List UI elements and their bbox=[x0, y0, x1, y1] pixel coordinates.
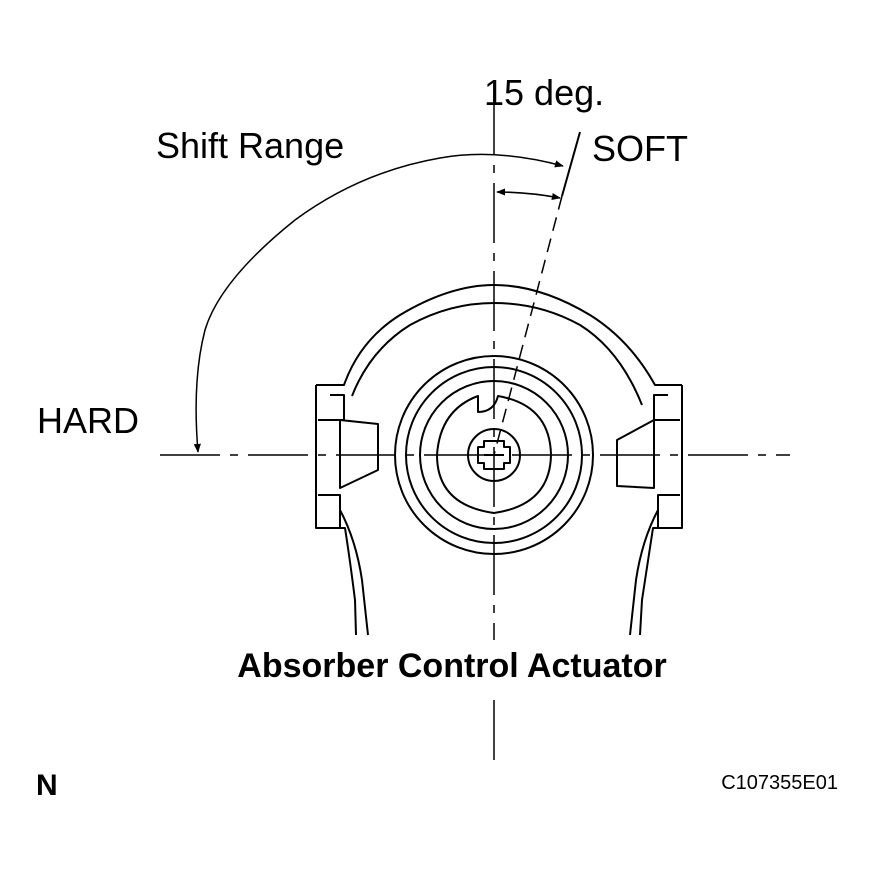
hard-label: HARD bbox=[37, 400, 139, 441]
angle-label: 15 deg. bbox=[484, 72, 604, 113]
shaft-slot bbox=[477, 440, 511, 470]
right-mount-tab bbox=[657, 385, 683, 529]
right-mount-arm-inner bbox=[629, 509, 659, 636]
soft-position-line bbox=[561, 131, 581, 197]
left-mount-tab-inner bbox=[318, 394, 345, 421]
left-mount-tab bbox=[315, 385, 341, 529]
right-mount-tab-inner bbox=[653, 394, 680, 421]
angle-dimension-arrow bbox=[496, 188, 561, 201]
diagram-title: Absorber Control Actuator bbox=[237, 647, 666, 685]
right-mount-wedge bbox=[616, 419, 655, 489]
middle-ring bbox=[405, 366, 583, 544]
figure-code: C107355E01 bbox=[721, 772, 838, 794]
left-mount-arm-inner bbox=[339, 509, 369, 636]
shaft-boss bbox=[436, 395, 552, 514]
shift-range-arc-arrow bbox=[193, 153, 564, 453]
soft-label: SOFT bbox=[592, 128, 688, 169]
outer-ring bbox=[394, 355, 594, 555]
shift-range-label: Shift Range bbox=[156, 125, 344, 166]
corner-mark: N bbox=[36, 769, 58, 802]
inner-ring bbox=[419, 380, 569, 530]
left-mount-wedge bbox=[339, 419, 379, 489]
housing-outer-dome bbox=[316, 284, 682, 386]
soft-position-dashed-line bbox=[493, 195, 563, 456]
shaft bbox=[467, 428, 521, 482]
housing-inner-dome bbox=[351, 302, 643, 406]
right-mount-arm bbox=[639, 527, 682, 636]
left-mount-arm bbox=[316, 527, 357, 636]
